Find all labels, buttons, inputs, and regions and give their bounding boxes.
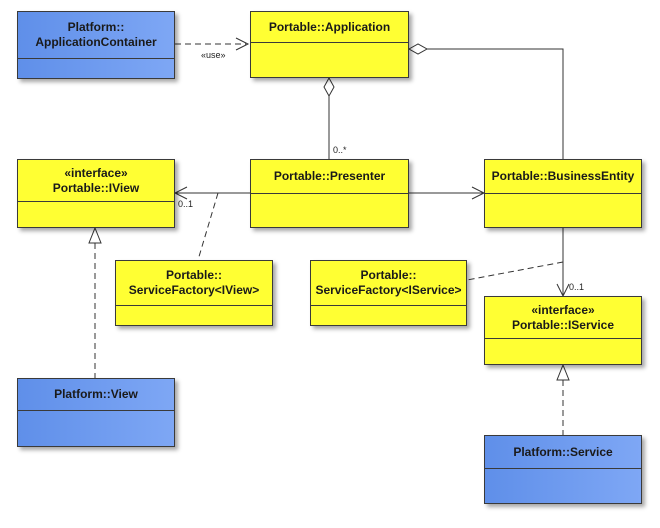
app-entity-aggregation-diamond [407, 43, 429, 55]
class-view[interactable]: Platform::View [17, 378, 175, 447]
sf-iservice-association-class-link [466, 261, 564, 281]
sf-iview-association-class-link [197, 192, 219, 261]
class-name: ServiceFactory<IService> [315, 283, 462, 297]
class-service-factory-iservice[interactable]: Portable:: ServiceFactory<IService> [310, 260, 467, 326]
class-service[interactable]: Platform::Service [484, 435, 642, 504]
class-presenter[interactable]: Portable::Presenter [250, 159, 409, 228]
presenter-iview-arrowhead [173, 186, 188, 200]
class-service-name: Platform::Service [485, 436, 641, 469]
class-application-name: Portable::Application [251, 12, 408, 43]
class-name: ServiceFactory<IView> [128, 283, 260, 297]
class-name: Platform::View [54, 387, 138, 401]
interface-stereotype: «interface» [64, 165, 128, 180]
class-application[interactable]: Portable::Application [250, 11, 409, 78]
class-name: Portable::BusinessEntity [491, 169, 635, 183]
presenter-multiplicity-label: 0..* [333, 145, 347, 155]
interface-iservice[interactable]: «interface» Portable::IService [484, 296, 642, 365]
service-realization-triangle [556, 363, 570, 381]
class-view-name: Platform::View [18, 379, 174, 411]
class-service-factory-iview-name: Portable:: ServiceFactory<IView> [116, 261, 272, 306]
class-name: Portable::IView [52, 180, 140, 195]
class-application-container[interactable]: Platform:: ApplicationContainer [17, 11, 175, 79]
interface-iview[interactable]: «interface» Portable::IView [17, 159, 175, 228]
app-presenter-aggregation-diamond [323, 76, 335, 98]
iview-multiplicity-label: 0..1 [178, 199, 194, 209]
class-business-entity-name: Portable::BusinessEntity [485, 160, 641, 194]
interface-iview-name: «interface» Portable::IView [18, 160, 174, 202]
class-presenter-name: Portable::Presenter [251, 160, 408, 194]
use-stereotype-label: «use» [201, 50, 226, 60]
class-business-entity[interactable]: Portable::BusinessEntity [484, 159, 642, 228]
use-dependency-arrowhead [235, 37, 250, 51]
class-name: Portable::Presenter [273, 169, 386, 183]
class-application-container-name: Platform:: ApplicationContainer [18, 12, 174, 59]
view-realization-triangle [88, 226, 102, 244]
class-name: Portable::Application [268, 19, 391, 34]
class-namespace: Portable:: [165, 268, 222, 282]
class-name: Portable::IService [511, 317, 615, 332]
class-service-factory-iview[interactable]: Portable:: ServiceFactory<IView> [115, 260, 273, 326]
app-entity-aggregation-line [427, 48, 564, 159]
class-name: ApplicationContainer [35, 35, 157, 49]
class-service-factory-iservice-name: Portable:: ServiceFactory<IService> [311, 261, 466, 306]
class-name: Platform::Service [513, 444, 613, 459]
class-namespace: Portable:: [360, 268, 417, 282]
iservice-multiplicity-label: 0..1 [569, 282, 585, 292]
class-namespace: Platform:: [67, 20, 125, 34]
interface-stereotype: «interface» [531, 302, 595, 317]
interface-iservice-name: «interface» Portable::IService [485, 297, 641, 339]
